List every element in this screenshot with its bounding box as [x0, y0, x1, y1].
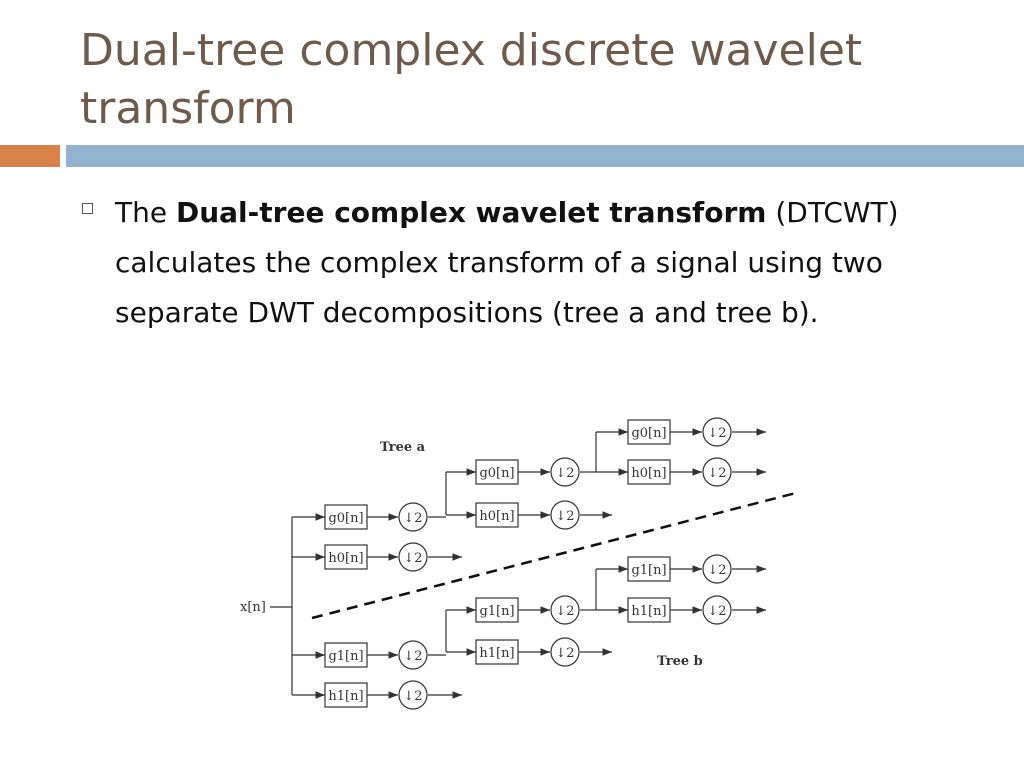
svg-text:↓2: ↓2 — [403, 689, 422, 704]
downsample-node-a1-high: ↓2 — [398, 542, 428, 572]
filter-block-a2-g0: g0[n] — [475, 459, 519, 485]
filter-block-b1-h1: h1[n] — [324, 682, 368, 708]
input-signal-label: x[n] — [240, 600, 266, 615]
downsample-node-a3-low: ↓2 — [702, 417, 732, 447]
svg-text:↓2: ↓2 — [707, 604, 726, 619]
tree-b-label: Tree b — [657, 654, 703, 669]
downsample-node-a2-high: ↓2 — [550, 500, 580, 530]
downsample-node-b2-high: ↓2 — [550, 637, 580, 667]
downsample-node-b3-high: ↓2 — [702, 595, 732, 625]
svg-text:h1[n]: h1[n] — [631, 604, 666, 619]
square-bullet-icon — [82, 203, 93, 214]
svg-text:↓2: ↓2 — [707, 466, 726, 481]
svg-text:↓2: ↓2 — [403, 511, 422, 526]
svg-text:g1[n]: g1[n] — [479, 604, 514, 619]
downsample-node-b2-low: ↓2 — [550, 595, 580, 625]
svg-text:g0[n]: g0[n] — [479, 466, 514, 481]
svg-text:↓2: ↓2 — [555, 509, 574, 524]
svg-text:↓2: ↓2 — [707, 563, 726, 578]
bullet-item: The Dual-tree complex wavelet transform … — [82, 188, 942, 338]
tree-a-label: Tree a — [380, 440, 426, 455]
filter-block-a1-h0: h0[n] — [324, 544, 368, 570]
filter-block-a2-h0: h0[n] — [475, 502, 519, 528]
slide-title: Dual-tree complex discrete wavelet trans… — [80, 25, 863, 134]
svg-text:↓2: ↓2 — [403, 649, 422, 664]
tree-separator-dashed-line — [311, 491, 797, 620]
svg-text:↓2: ↓2 — [707, 426, 726, 441]
filter-block-b3-h1: h1[n] — [627, 597, 671, 623]
downsample-node-a3-high: ↓2 — [702, 457, 732, 487]
bullet-prefix: The — [115, 196, 176, 229]
svg-text:h1[n]: h1[n] — [479, 646, 514, 661]
downsample-node-b1-high: ↓2 — [398, 680, 428, 710]
filter-block-a1-g0: g0[n] — [324, 504, 368, 530]
filter-block-b3-g1: g1[n] — [627, 556, 671, 582]
svg-text:h0[n]: h0[n] — [479, 509, 514, 524]
svg-text:↓2: ↓2 — [403, 551, 422, 566]
svg-text:g0[n]: g0[n] — [631, 426, 666, 441]
svg-text:h1[n]: h1[n] — [328, 689, 363, 704]
filter-block-a3-h0: h0[n] — [627, 459, 671, 485]
filter-block-b1-g1: g1[n] — [324, 642, 368, 668]
title-accent-bar-orange — [0, 145, 60, 167]
bullet-rest: (DTCWT) calculates the complex transform… — [115, 196, 899, 329]
filter-block-b2-g1: g1[n] — [475, 597, 519, 623]
downsample-node-a2-low: ↓2 — [550, 457, 580, 487]
downsample-node-a1-low: ↓2 — [398, 502, 428, 532]
downsample-node-b3-low: ↓2 — [702, 554, 732, 584]
svg-text:h0[n]: h0[n] — [631, 466, 666, 481]
svg-text:↓2: ↓2 — [555, 466, 574, 481]
svg-text:g0[n]: g0[n] — [328, 511, 363, 526]
svg-text:h0[n]: h0[n] — [328, 551, 363, 566]
bullet-bold-term: Dual-tree complex wavelet transform — [175, 196, 767, 229]
downsample-node-b1-low: ↓2 — [398, 640, 428, 670]
bullet-text: The Dual-tree complex wavelet transform … — [115, 188, 942, 338]
title-accent-bar-blue — [66, 145, 1024, 167]
svg-text:g1[n]: g1[n] — [631, 563, 666, 578]
svg-text:↓2: ↓2 — [555, 604, 574, 619]
filter-block-a3-g0: g0[n] — [627, 419, 671, 445]
svg-text:g1[n]: g1[n] — [328, 649, 363, 664]
filter-block-b2-h1: h1[n] — [475, 639, 519, 665]
svg-text:↓2: ↓2 — [555, 646, 574, 661]
